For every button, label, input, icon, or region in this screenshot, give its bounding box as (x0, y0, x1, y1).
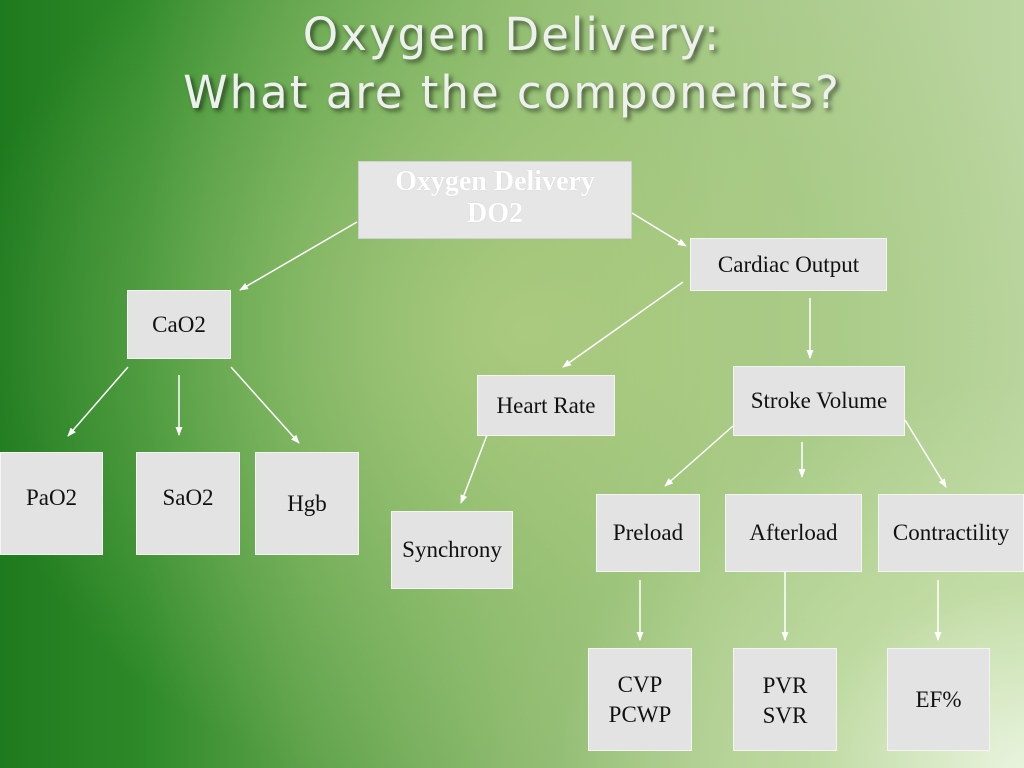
arrow-cardiac-output-to-heart-rate (562, 281, 684, 368)
node-afterload: Afterload (725, 494, 862, 572)
arrow-stroke-volume-to-preload (664, 425, 734, 487)
node-pvr-line-1: PVR (762, 673, 808, 698)
node-heart-rate: Heart Rate (477, 375, 615, 436)
title-line-1: Oxygen Delivery: (302, 8, 722, 61)
node-preload: Preload (596, 494, 700, 572)
arrow-root-to-cardiac-output (631, 212, 687, 247)
arrow-heart-rate-to-synchrony (460, 434, 488, 504)
title-line-2: What are the components? (183, 66, 841, 119)
node-oxygen-delivery-line-1: Oxygen Delivery (395, 166, 595, 197)
node-cvp-pcwp: CVP PCWP (588, 648, 692, 751)
arrow-cao2-to-hgb (230, 366, 300, 444)
arrow-cao2-to-pao2 (67, 366, 129, 437)
arrow-root-to-cao2 (239, 221, 358, 291)
node-cvp-line-2: PCWP (608, 701, 672, 727)
node-hgb: Hgb (255, 452, 359, 555)
node-contractility: Contractility (878, 494, 1024, 572)
node-synchrony: Synchrony (391, 511, 513, 589)
node-oxygen-delivery-line-2: DO2 (467, 198, 523, 229)
node-cvp-line-1: CVP (617, 671, 663, 697)
slide-title: Oxygen Delivery: What are the components… (0, 6, 1024, 122)
node-oxygen-delivery: Oxygen Delivery DO2 (358, 161, 632, 239)
node-cardiac-output: Cardiac Output (690, 238, 887, 291)
node-sao2: SaO2 (136, 452, 240, 555)
node-cao2: CaO2 (127, 290, 231, 359)
node-pvr-line-2: SVR (762, 703, 808, 728)
arrow-stroke-volume-to-contractility (904, 419, 947, 488)
node-stroke-volume: Stroke Volume (733, 366, 905, 436)
node-pvr-svr: PVR SVR (733, 648, 837, 751)
node-ef: EF% (887, 648, 990, 751)
node-pao2: PaO2 (0, 452, 103, 555)
